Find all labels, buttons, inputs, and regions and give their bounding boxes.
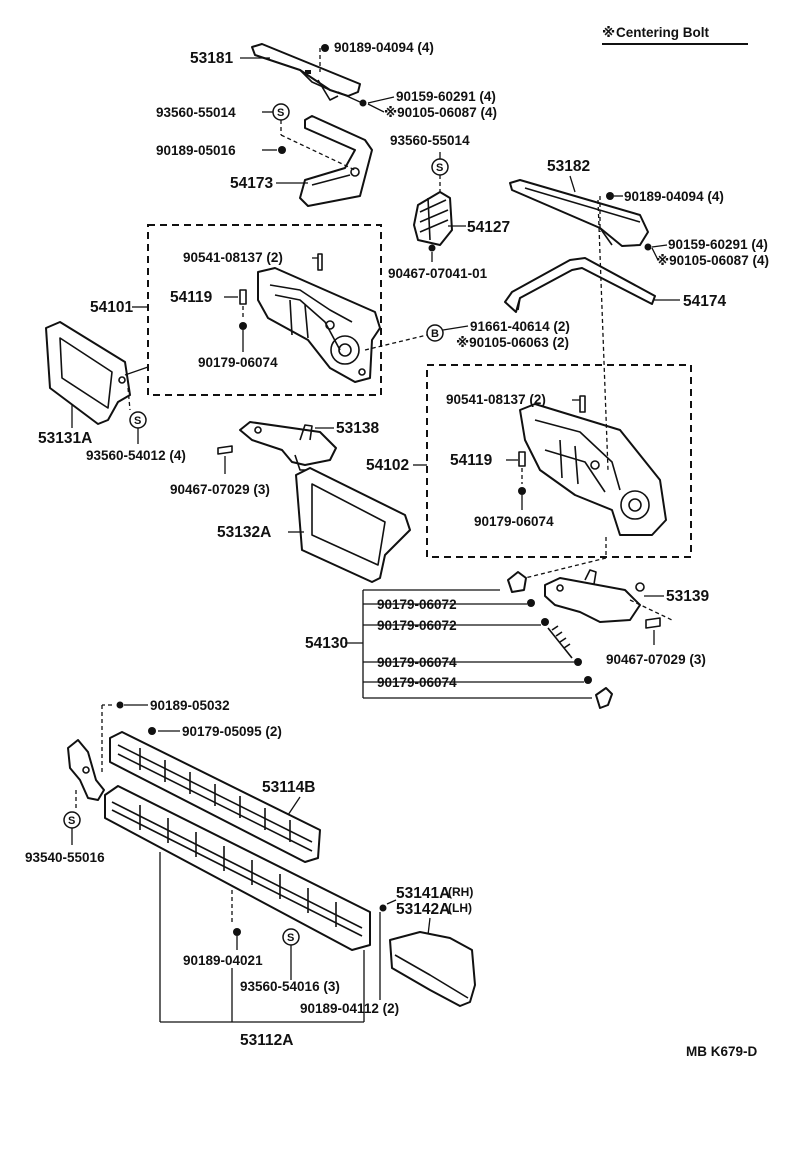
label-90467-07041: 90467-07041-01 bbox=[388, 266, 488, 281]
label-90179-06074-c: 90179-06074 bbox=[377, 655, 457, 670]
label-53181: 53181 bbox=[190, 50, 233, 67]
part-53141A-lamp-cover bbox=[389, 931, 476, 1007]
s-symbol-93560-55014-a: S bbox=[272, 103, 290, 121]
label-90467-07029-a: 90467-07029 (3) bbox=[170, 482, 270, 497]
s-symbol-93540-55016: S bbox=[63, 811, 81, 829]
label-90467-07029-b: 90467-07029 (3) bbox=[606, 652, 706, 667]
label-90179-06074-d: 90179-06074 bbox=[377, 675, 457, 690]
label-90179-06074-a: 90179-06074 bbox=[198, 355, 278, 370]
label-54173: 54173 bbox=[230, 175, 273, 192]
part-53114B-grille bbox=[109, 731, 321, 863]
legend-text: Centering Bolt bbox=[616, 25, 710, 40]
svg-text:S: S bbox=[287, 932, 294, 944]
label-90189-04094-a: 90189-04094 (4) bbox=[334, 40, 434, 55]
svg-text:S: S bbox=[277, 107, 284, 119]
b-symbol: B bbox=[426, 324, 444, 342]
label-54174: 54174 bbox=[683, 293, 726, 310]
label-53142A-suffix: (LH) bbox=[448, 901, 472, 915]
label-91661-40614: 91661-40614 (2) bbox=[470, 319, 570, 334]
legend-symbol: ※ bbox=[602, 25, 615, 40]
label-90105-06063: ※90105-06063 (2) bbox=[456, 335, 569, 350]
part-54173-stay bbox=[299, 115, 373, 207]
part-53139-bracket bbox=[544, 569, 645, 623]
svg-text:S: S bbox=[134, 415, 141, 427]
label-93560-55014-a: 93560-55014 bbox=[156, 105, 236, 120]
label-93560-54016: 93560-54016 (3) bbox=[240, 979, 340, 994]
label-54127: 54127 bbox=[467, 219, 510, 236]
svg-text:S: S bbox=[436, 162, 443, 174]
label-53139: 53139 bbox=[666, 588, 709, 605]
label-90159-60291-b: 90159-60291 (4) bbox=[668, 237, 768, 252]
label-53112A: 53112A bbox=[240, 1032, 293, 1049]
s-symbol-93560-54016: S bbox=[282, 928, 300, 946]
label-90179-05095: 90179-05095 (2) bbox=[182, 724, 282, 739]
part-54127-brace bbox=[413, 191, 453, 246]
label-53141A-suffix: (RH) bbox=[448, 885, 473, 899]
label-53132A: 53132A bbox=[217, 524, 271, 541]
svg-text:B: B bbox=[431, 328, 439, 340]
label-54119-a: 54119 bbox=[170, 289, 213, 306]
label-90179-06074-b: 90179-06074 bbox=[474, 514, 554, 529]
label-53131A: 53131A bbox=[38, 430, 92, 447]
label-90189-04112: 90189-04112 (2) bbox=[300, 1001, 399, 1016]
label-90541-08137-a: 90541-08137 (2) bbox=[183, 250, 283, 265]
part-53138-bracket bbox=[239, 421, 337, 471]
label-93540-55016: 93540-55016 bbox=[25, 850, 105, 865]
label-90541-08137-b: 90541-08137 (2) bbox=[446, 392, 546, 407]
s-symbol-93560-54012: S bbox=[129, 411, 147, 429]
label-53142A: 53142A bbox=[396, 901, 450, 918]
svg-text:S: S bbox=[68, 815, 75, 827]
label-53141A: 53141A bbox=[396, 885, 450, 902]
part-side-bracket bbox=[67, 739, 105, 801]
label-93560-55014-b: 93560-55014 bbox=[390, 133, 470, 148]
label-53138: 53138 bbox=[336, 420, 379, 437]
label-90105-06087-a: ※90105-06087 (4) bbox=[384, 105, 497, 120]
part-54101-support bbox=[257, 267, 381, 383]
part-54174-stay bbox=[504, 257, 656, 313]
label-90179-06072-b: 90179-06072 bbox=[377, 618, 457, 633]
label-54119-b: 54119 bbox=[450, 452, 493, 469]
label-54102: 54102 bbox=[366, 457, 409, 474]
label-93560-54012: 93560-54012 (4) bbox=[86, 448, 186, 463]
label-53114B: 53114B bbox=[262, 779, 315, 796]
label-54130: 54130 bbox=[305, 635, 348, 652]
ref-code: MB K679-D bbox=[686, 1044, 758, 1059]
part-53131A-housing bbox=[45, 321, 131, 425]
s-symbol-93560-55014-b: S bbox=[431, 158, 449, 176]
part-53132A-housing bbox=[295, 467, 411, 583]
label-54101: 54101 bbox=[90, 299, 133, 316]
part-54130-fittings bbox=[507, 571, 613, 709]
label-90189-05016: 90189-05016 bbox=[156, 143, 236, 158]
label-90189-04094-b: 90189-04094 (4) bbox=[624, 189, 724, 204]
label-90179-06072-a: 90179-06072 bbox=[377, 597, 457, 612]
label-90189-05032: 90189-05032 bbox=[150, 698, 230, 713]
label-90189-04021: 90189-04021 bbox=[183, 953, 263, 968]
label-53182: 53182 bbox=[547, 158, 590, 175]
part-53112A-grille bbox=[104, 785, 371, 951]
part-53182-bracket bbox=[509, 179, 649, 247]
label-90159-60291-a: 90159-60291 (4) bbox=[396, 89, 496, 104]
label-90105-06087-b: ※90105-06087 (4) bbox=[656, 253, 769, 268]
